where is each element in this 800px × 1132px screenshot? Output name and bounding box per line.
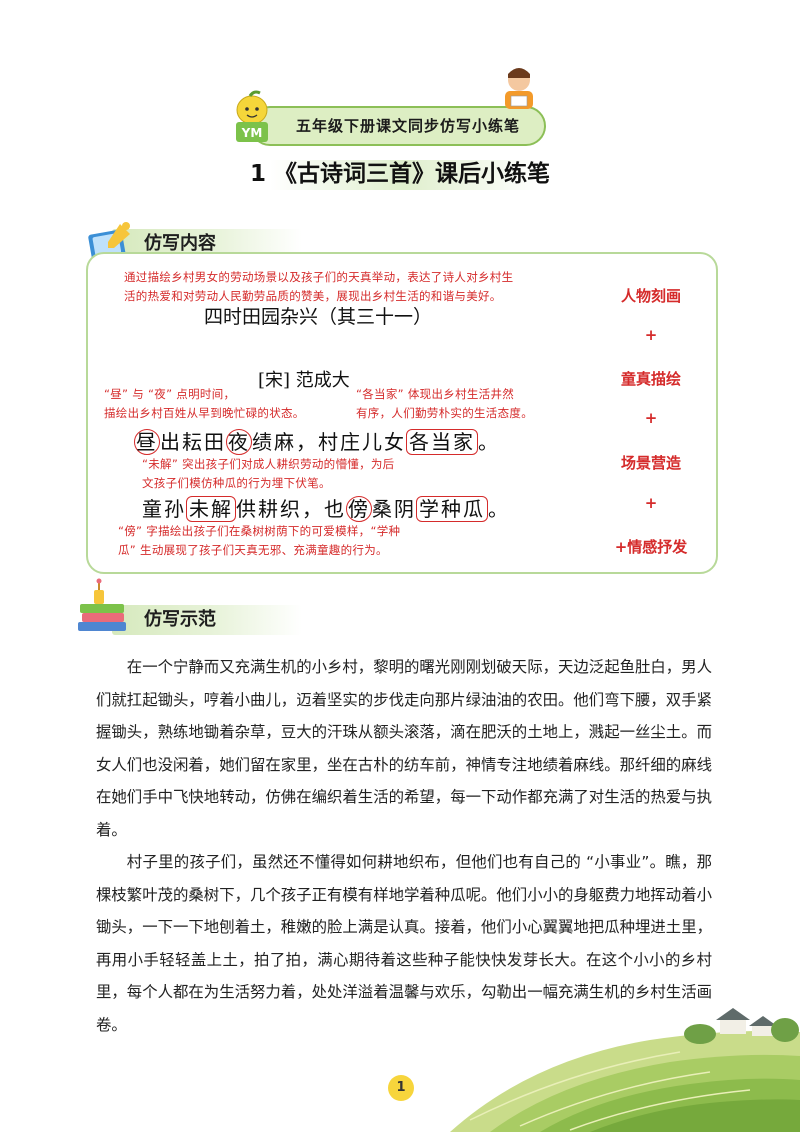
poem-text: 。 xyxy=(488,497,510,521)
circled-word: 昼 xyxy=(134,429,160,455)
poem-title: 四时田园杂兴（其三十一） xyxy=(204,306,433,328)
banner xyxy=(250,106,546,146)
poem-text: 供耕织，也 xyxy=(236,497,346,521)
poem-line-2: 童孙未解供耕织，也傍桑阴学种瓜。 xyxy=(142,493,510,522)
boxed-phrase: 各当家 xyxy=(406,429,478,455)
poem-text: 出耘田 xyxy=(160,430,226,454)
page-number: 1 xyxy=(388,1075,414,1101)
boxed-phrase: 学种瓜 xyxy=(416,496,488,522)
technique-plus: + xyxy=(644,494,658,512)
rice-terrace-illustration xyxy=(450,1008,800,1132)
example-paragraph: 村子里的孩子们，虽然还不懂得如何耕地织布，但他们也有自己的 “小事业”。瞧，那棵… xyxy=(96,853,712,1034)
circled-word: 夜 xyxy=(226,429,252,455)
circled-word: 傍 xyxy=(346,496,372,522)
poem-text: 童孙 xyxy=(142,497,186,521)
boxed-phrase: 未解 xyxy=(186,496,236,522)
technique-item: +情感抒发 xyxy=(614,538,688,556)
annotation-not-understand: “未解” 突出孩子们对成人耕织劳动的懵懂，为后 文孩子们模仿种瓜的行为埋下伏笔。 xyxy=(142,455,472,493)
annotation-line: 文孩子们模仿种瓜的行为埋下伏笔。 xyxy=(142,476,331,490)
section-heading-content: 仿写内容 xyxy=(144,233,216,254)
summary-line: 活的热爱和对劳动人民勤劳品质的赞美，展现出乡村生活的和谐与美好。 xyxy=(124,289,502,303)
book-stack-icon xyxy=(78,578,126,631)
banner-text: 五年级下册课文同步仿写小练笔 xyxy=(295,117,520,135)
title-highlight xyxy=(270,160,540,190)
annotation-day-night: “昼” 与 “夜” 点明时间， 描绘出乡村百姓从早到晚忙碌的状态。 xyxy=(104,385,344,423)
annotation-line: “未解” 突出孩子们对成人耕织劳动的懵懂，为后 xyxy=(142,457,395,471)
technique-item: 场景营造 xyxy=(620,454,681,472)
technique-item: 人物刻画 xyxy=(620,287,681,305)
annotation-line: “各当家” 体现出乡村生活井然 xyxy=(356,387,515,401)
poem-text: 绩麻，村庄儿女 xyxy=(252,430,406,454)
technique-plus: + xyxy=(644,409,658,427)
annotation-line: 描绘出乡村百姓从早到晚忙碌的状态。 xyxy=(104,406,305,420)
annotation-line: 有序，人们勤劳朴实的生活态度。 xyxy=(356,406,533,420)
annotation-line: “傍” 字描绘出孩子们在桑树树荫下的可爱模样，“学种 xyxy=(118,524,401,538)
section-heading-example: 仿写示范 xyxy=(144,609,216,630)
technique-plus: + xyxy=(644,326,658,344)
page-title: 1 《古诗词三首》课后小练笔 xyxy=(249,161,550,187)
annotation-beside: “傍” 字描绘出孩子们在桑树树荫下的可爱模样，“学种 瓜” 生动展现了孩子们天真… xyxy=(118,522,498,560)
summary-line: 通过描绘乡村男女的劳动场景以及孩子们的天真举动，表达了诗人对乡村生 xyxy=(124,270,514,284)
annotation-line: 瓜” 生动展现了孩子们天真无邪、充满童趣的行为。 xyxy=(118,543,388,557)
svg-text:YM: YM xyxy=(241,126,263,140)
section-header-bg xyxy=(112,605,302,635)
poem-text: 。 xyxy=(478,430,500,454)
reading-boy-icon xyxy=(505,68,533,109)
poem-summary: 通过描绘乡村男女的劳动场景以及孩子们的天真举动，表达了诗人对乡村生 活的热爱和对… xyxy=(124,268,594,306)
technique-item: 童真描绘 xyxy=(620,370,681,388)
poem-line-1: 昼出耘田夜绩麻，村庄儿女各当家。 xyxy=(134,426,500,455)
poem-text: 桑阴 xyxy=(372,497,416,521)
lemon-mascot-icon: YM xyxy=(236,90,268,142)
example-paragraph: 在一个宁静而又充满生机的小乡村，黎明的曙光刚刚划破天际，天边泛起鱼肚白，男人们就… xyxy=(96,658,712,839)
annotation-line: “昼” 与 “夜” 点明时间， xyxy=(104,387,236,401)
annotation-each-household: “各当家” 体现出乡村生活井然 有序，人们勤劳朴实的生活态度。 xyxy=(356,385,576,423)
poem-author: [宋] 范成大 xyxy=(258,370,350,391)
